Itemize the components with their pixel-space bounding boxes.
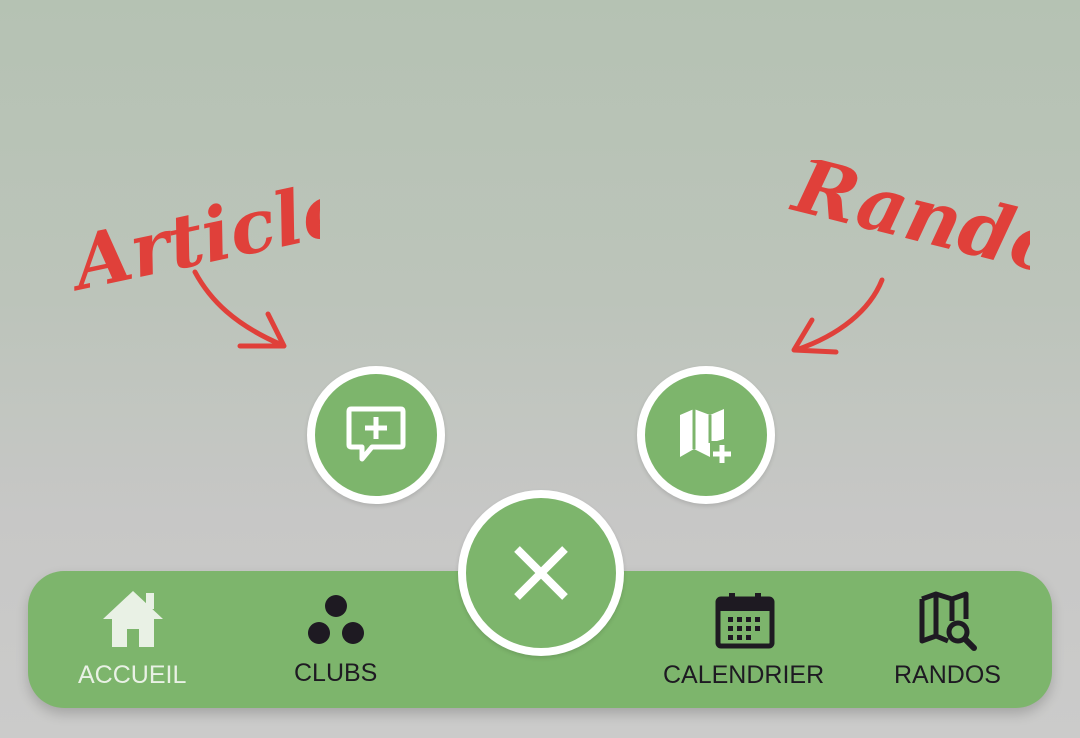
close-menu-button[interactable] [458,490,624,656]
nav-item-accueil[interactable]: ACCUEIL [68,571,198,708]
nav-label-clubs: CLUBS [294,659,378,687]
arrow-icon [793,277,885,353]
comment-plus-icon [346,406,406,462]
close-icon [514,546,568,600]
nav-label-accueil: ACCUEIL [78,661,187,689]
rando-annotation-label: Rando [784,160,1030,293]
arrow-icon [192,269,285,348]
home-icon [103,591,163,647]
article-annotation-label: Article [60,165,320,308]
arrowhead-icon [791,317,839,355]
article-annotation: Article [60,165,320,349]
add-article-button[interactable] [307,366,445,504]
rando-annotation: Rando [784,160,1030,355]
clubs-icon [308,595,364,644]
add-rando-button[interactable] [637,366,775,504]
calendar-icon [715,593,775,649]
nav-item-calendrier[interactable]: CALENDRIER [658,571,838,708]
nav-label-randos: RANDOS [894,661,1001,689]
map-plus-icon [680,409,736,465]
nav-label-calendrier: CALENDRIER [663,661,825,689]
map-search-icon [919,591,977,651]
nav-item-clubs[interactable]: CLUBS [278,571,394,708]
arrowhead-icon [237,311,287,349]
nav-item-randos[interactable]: RANDOS [890,571,1008,708]
